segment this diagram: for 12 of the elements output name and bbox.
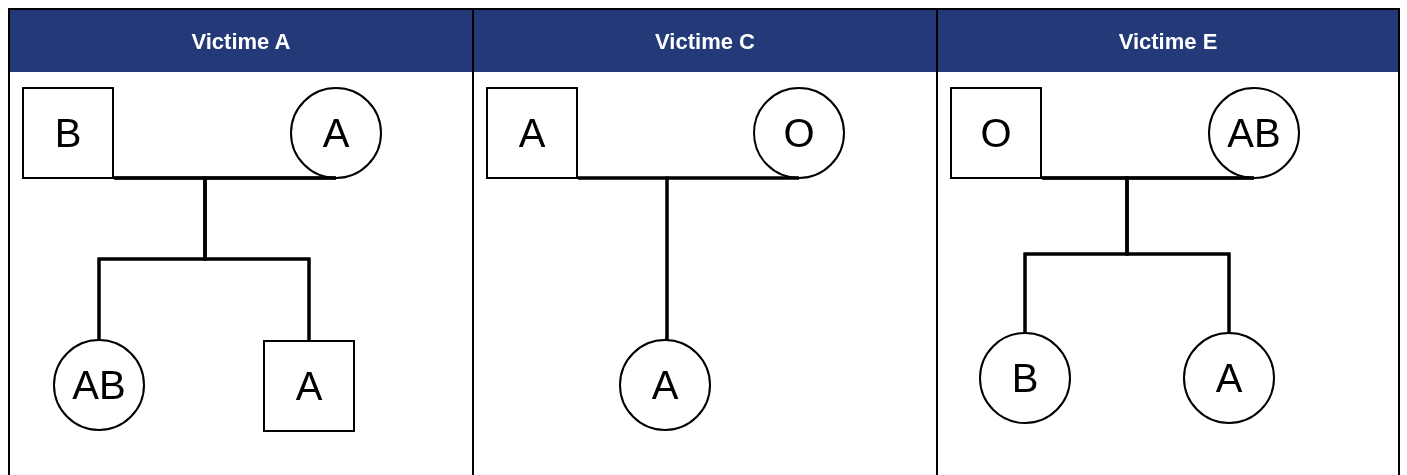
table-column bbox=[8, 8, 474, 475]
descent-line bbox=[203, 176, 336, 340]
descent-line bbox=[1125, 176, 1254, 332]
column-header: Victime C bbox=[474, 10, 936, 72]
column-header: Victime A bbox=[10, 10, 472, 72]
male-square: A bbox=[486, 87, 578, 179]
male-square: B bbox=[22, 87, 114, 179]
table-column bbox=[936, 8, 1400, 475]
descent-line bbox=[663, 176, 799, 341]
male-square: A bbox=[263, 340, 355, 432]
column-header: Victime E bbox=[938, 10, 1398, 72]
male-square: O bbox=[950, 87, 1042, 179]
